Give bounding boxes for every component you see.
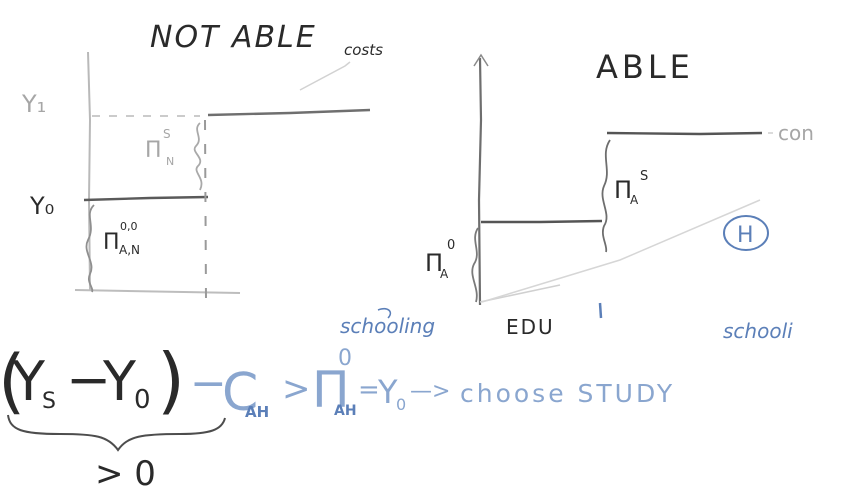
eq-gt: > (282, 369, 311, 409)
right-cost-diagonal (481, 199, 761, 303)
left-title-suffix: costs (344, 41, 383, 59)
eq-open-paren: ( (0, 340, 25, 422)
eq-conclusion: choose STUDY (460, 379, 675, 408)
eq-y-0: Y (102, 350, 137, 413)
circled-h-label: H (737, 223, 754, 248)
label-pi-ns-sup: S (163, 127, 171, 141)
circled-h-ring (723, 215, 769, 251)
right-axis-label-mid: EDU (506, 315, 555, 339)
eq-rhs-y-sub: 0 (396, 395, 406, 414)
right-panel: ABLE con Π S A Π 0 A H EDU schooli (425, 48, 814, 343)
eq-pi-sub: AH (334, 403, 357, 419)
eq-y-s: Y (11, 350, 46, 413)
eq-eq: = (358, 375, 380, 405)
eq-minus-2: − (190, 358, 227, 409)
brace-pi-ns (193, 122, 203, 191)
right-y-axis-arrow (473, 53, 489, 67)
label-pi-ns-sub: N (166, 155, 174, 168)
right-y-axis (477, 57, 483, 306)
right-axis-label: schooli (723, 319, 793, 343)
equation: ( Y S − Y 0 ) − C AH > Π 0 AH = Y 0 —> c… (0, 338, 675, 494)
right-lower-step (481, 219, 603, 224)
label-pi-as-sub: A (630, 193, 639, 207)
eq-close-paren: ) (157, 338, 185, 422)
brace-pi-an (85, 204, 95, 293)
label-pi-an-sup: 0,0 (120, 220, 138, 233)
right-curve-label: con (778, 121, 814, 145)
label-y1: Y₁ (21, 90, 46, 118)
eq-pi-sup: 0 (338, 346, 352, 371)
left-lower-step (83, 195, 209, 202)
eq-rhs-y: Y (377, 373, 398, 411)
eq-c: C (222, 363, 258, 423)
left-title: NOT ABLE (150, 20, 317, 55)
label-pi-ns: Π (145, 138, 162, 163)
left-upper-step (207, 108, 371, 117)
left-axis-label-flourish (377, 307, 392, 319)
label-pi-an-sub: A,N (119, 243, 140, 257)
label-pi-a0: Π (425, 249, 443, 277)
right-edu-tick (598, 302, 603, 319)
label-pi-an: Π (103, 230, 120, 255)
eq-y-s-sub: S (42, 389, 56, 414)
label-pi-as: Π (614, 176, 632, 204)
eq-brace-label: > 0 (95, 454, 156, 494)
brace-pi-as (601, 139, 611, 253)
eq-pi: Π (312, 361, 350, 419)
label-y0: Y₀ (29, 192, 54, 220)
eq-minus: − (66, 348, 111, 411)
left-axis-label: schooling (340, 314, 435, 338)
left-x-axis (74, 289, 241, 294)
eq-c-sub: AH (245, 403, 269, 421)
eq-underbrace (7, 414, 226, 452)
left-panel: NOT ABLE costs Y₁ Y₀ Π S N Π 0,0 A,N sch… (21, 20, 435, 338)
right-upper-step (606, 131, 763, 136)
label-pi-a0-sub: A (440, 267, 449, 281)
right-title: ABLE (596, 48, 694, 86)
left-vertical-dashed (204, 119, 207, 301)
brace-pi-a0 (471, 227, 479, 303)
left-upper-diagonal (299, 61, 351, 91)
label-pi-a0-sup: 0 (447, 238, 455, 253)
eq-arrow: —> (410, 379, 450, 404)
eq-y-0-sub: 0 (134, 385, 151, 415)
label-pi-as-sup: S (640, 169, 648, 184)
left-y-axis (87, 51, 92, 291)
